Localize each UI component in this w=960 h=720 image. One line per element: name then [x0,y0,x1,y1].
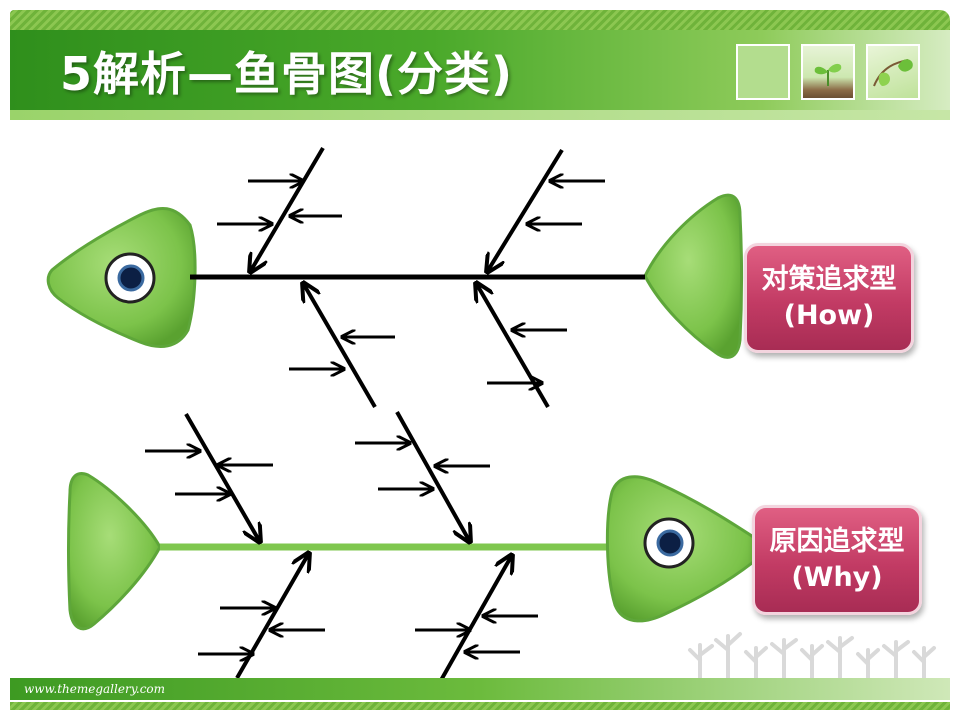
fish-pupil-why [656,529,684,557]
thumbnail-leaves [866,44,920,100]
bone-how-upper-1 [250,146,325,272]
bone-why-upper-1 [184,412,260,542]
label-why-line2: (Why) [791,562,883,593]
thumbnail-plain [736,44,790,100]
sprout-icon [814,63,842,86]
label-why-type: 原因追求型 (Why) [752,505,922,615]
footer-stripe [10,702,950,710]
bone-why-lower-1 [235,553,309,679]
bone-why-lower-2 [438,555,512,683]
page-title: 5解析—鱼骨图(分类) [60,47,514,101]
bone-how-lower-1 [303,283,377,409]
fish-pupil-how [117,264,145,292]
label-why-line1: 原因追求型 [769,526,905,557]
leaves-icon [873,59,913,87]
footer-url: www.themegallery.com [24,682,166,696]
fishbone-how [46,146,743,409]
label-how-line1: 对策追求型 [761,264,897,295]
bone-how-upper-2 [487,148,564,272]
title-bar-underline [10,110,950,120]
thumbnail-sprout [801,44,855,100]
header-stripe [10,10,950,30]
footer-bar [10,678,950,700]
label-how-line2: (How) [783,300,875,331]
bone-how-lower-2 [476,283,550,409]
label-how-type: 对策追求型 (How) [744,243,914,353]
bone-why-upper-2 [395,411,470,542]
fishbone-why [67,411,763,683]
title-bar [10,30,950,110]
fish-tail-why [67,472,162,631]
fish-tail-how [643,193,743,359]
